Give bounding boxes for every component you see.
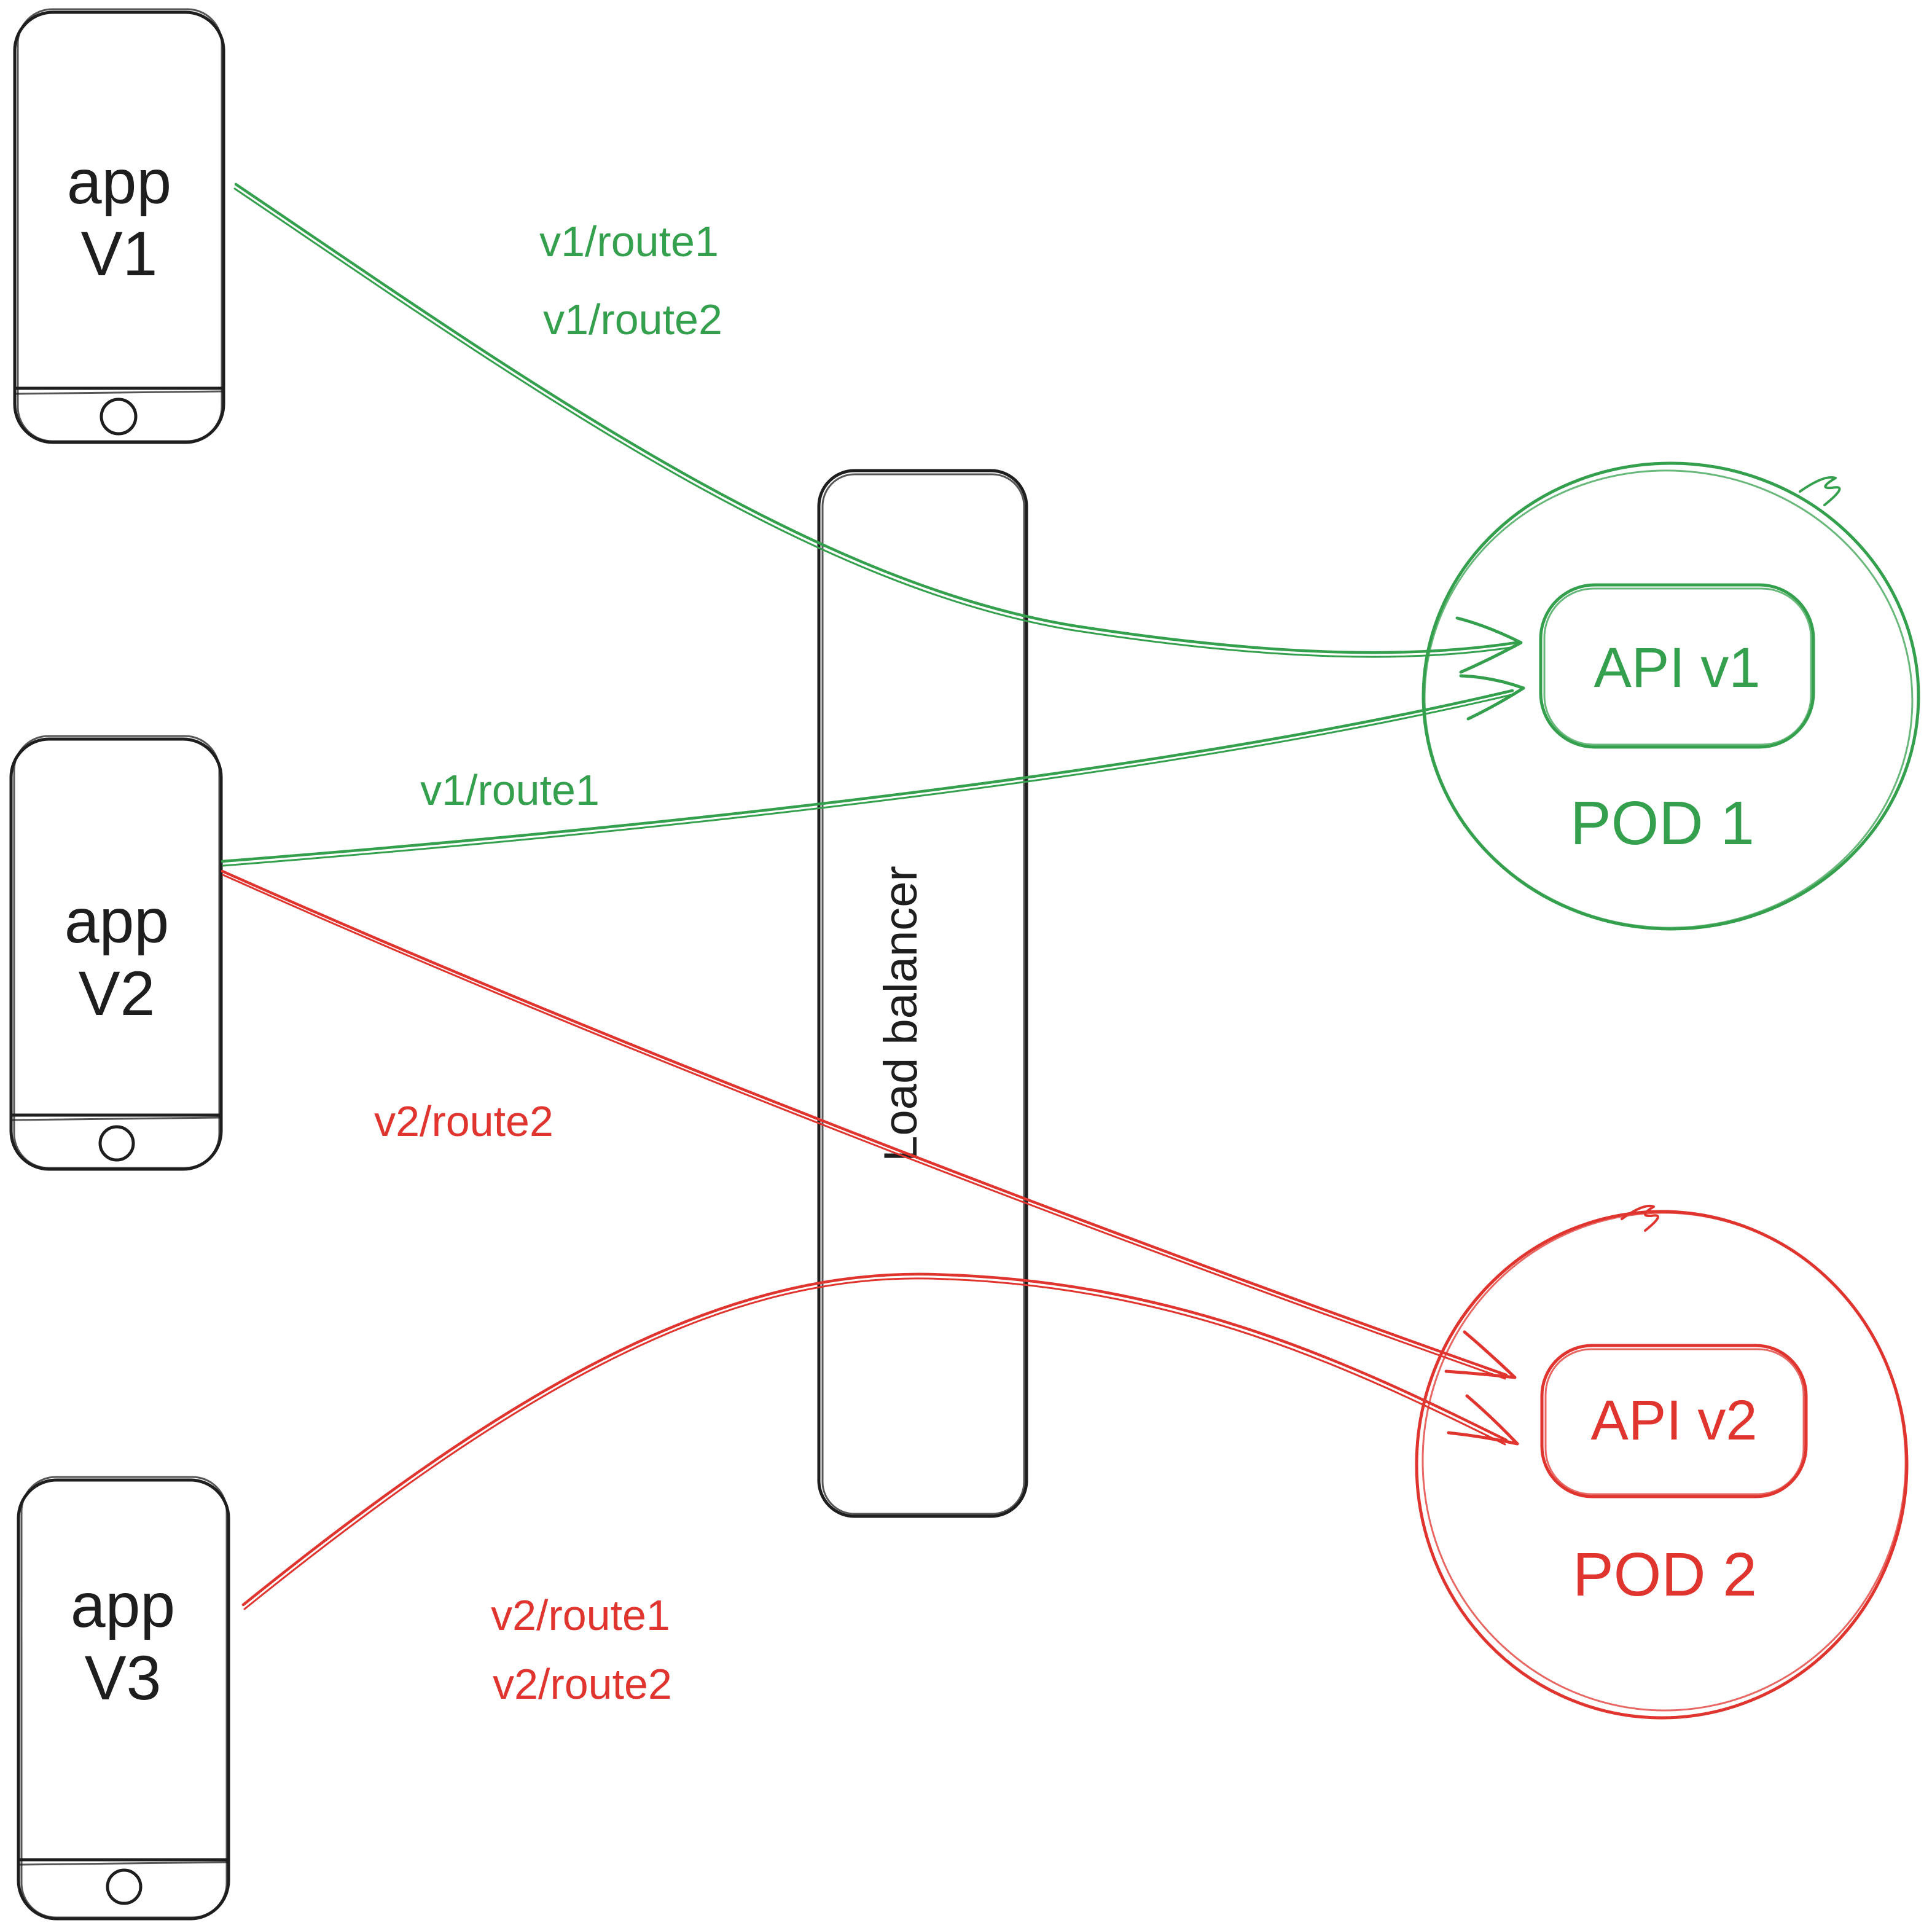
phone-label-line1: app: [71, 1570, 175, 1640]
phone-app-v2: app V2: [9, 735, 223, 1171]
arrow-shaft-sketch-echo: [233, 187, 1516, 658]
route-label-v1-route2-top: v1/route2: [543, 296, 722, 343]
arrow-appv2-to-apiv2: [221, 869, 1517, 1380]
load-balancer-box: [817, 469, 1028, 1518]
pod-2-circle-sketch-echo: [1422, 1212, 1907, 1712]
phone-body-sketch-echo: [17, 8, 223, 442]
phone-body: [9, 737, 223, 1171]
phone-screen-divider-echo: [11, 1116, 221, 1121]
phone-home-button: [98, 1125, 135, 1162]
phone-screen-divider-echo: [15, 390, 224, 395]
route-label-v2-route1-bottom: v2/route1: [491, 1591, 670, 1639]
route-label-v1-route1-mid: v1/route1: [420, 766, 600, 814]
api-v1-box: [1539, 583, 1815, 749]
arrow-shaft-sketch-echo: [222, 694, 1512, 867]
phone-screen-divider-echo: [18, 1861, 229, 1866]
phone-body-sketch-echo: [20, 1476, 228, 1919]
phone-label-line2: V2: [79, 958, 155, 1028]
api-v1-label: API v1: [1594, 636, 1760, 699]
phone-label-line1: app: [65, 886, 169, 956]
arrow-appv2-to-apiv1: [221, 674, 1525, 867]
arrow-shaft: [221, 689, 1514, 863]
phone-label-line2: V1: [81, 219, 158, 289]
pod-1-circle-sketch-echo: [1423, 469, 1914, 929]
phone-app-v3: app V3: [17, 1476, 230, 1921]
arrow-shaft: [241, 1272, 1508, 1607]
arrowhead: [1459, 674, 1525, 721]
arrowhead: [1447, 1394, 1519, 1446]
api-v2-label: API v2: [1590, 1389, 1757, 1452]
pod-1: API v1 POD 1: [1422, 461, 1920, 931]
arrow-shaft-sketch-echo: [222, 874, 1506, 1380]
pod-1-circle: [1422, 461, 1920, 931]
arrow-shaft-sketch-echo: [243, 1277, 1506, 1610]
phone-home-button: [100, 398, 138, 436]
arrow-shaft: [221, 869, 1508, 1377]
phone-label-line2: V3: [85, 1643, 162, 1713]
phone-label-line1: app: [67, 147, 171, 217]
phone-app-v1: app V1: [13, 8, 225, 444]
phone-body: [17, 1478, 230, 1921]
phone-body-sketch-echo: [13, 735, 221, 1169]
route-label-v2-route2-mid: v2/route2: [374, 1097, 553, 1145]
pod-1-label: POD 1: [1570, 789, 1754, 858]
load-balancer-label: Load balancer: [875, 866, 927, 1162]
api-v1-box-sketch-echo: [1543, 587, 1812, 746]
pod-2-label: POD 2: [1573, 1540, 1757, 1609]
arrowhead: [1455, 616, 1523, 674]
route-label-v1-route1-top: v1/route1: [539, 217, 719, 265]
route-label-v2-route2-bottom: v2/route2: [493, 1660, 672, 1708]
phone-body: [13, 10, 225, 444]
arrow-shaft: [234, 182, 1518, 654]
pod-2-circle: [1415, 1210, 1909, 1720]
api-v2-box: [1540, 1344, 1808, 1498]
arrow-appv1-to-apiv1: [233, 182, 1523, 674]
pod-1-pen-squiggle: [1799, 476, 1841, 506]
api-v2-box-sketch-echo: [1544, 1348, 1805, 1495]
pod-2-pen-squiggle: [1621, 1205, 1659, 1232]
load-balancer-box-sketch-echo: [821, 473, 1025, 1515]
pod-2: API v2 POD 2: [1415, 1205, 1909, 1720]
arrow-appv3-to-apiv2: [241, 1272, 1519, 1610]
phone-home-button: [106, 1868, 143, 1905]
load-balancer: Load balancer: [817, 469, 1028, 1518]
arrowhead: [1444, 1330, 1517, 1379]
